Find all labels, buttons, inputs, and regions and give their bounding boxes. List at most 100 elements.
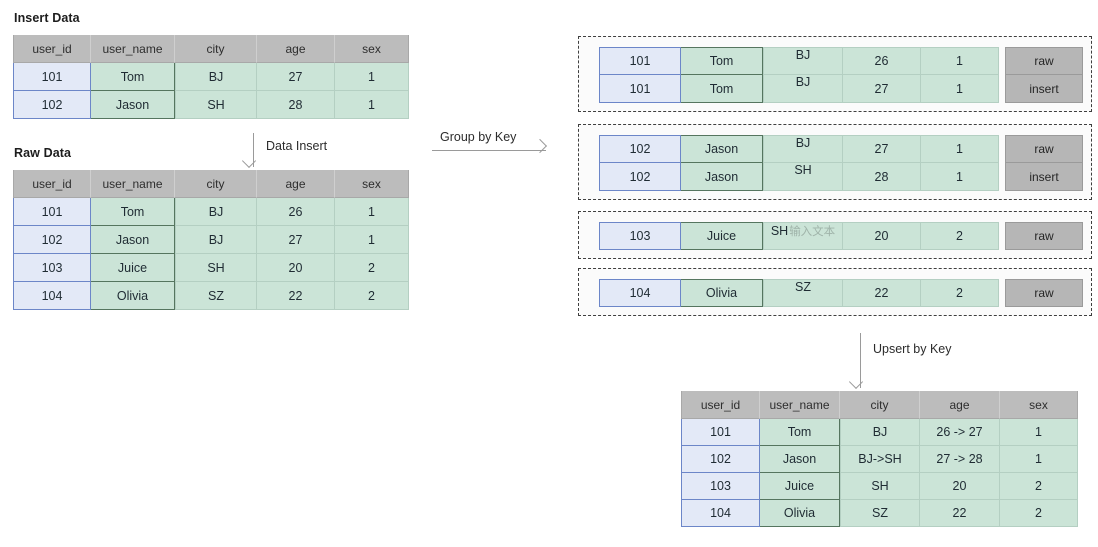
table-cell: 22	[920, 500, 1000, 527]
data-insert-label: Data Insert	[266, 139, 328, 153]
column-header-city: city	[840, 391, 920, 419]
table-cell: 101	[681, 419, 760, 446]
table-cell: 27	[257, 63, 335, 91]
table-cell: Olivia	[91, 282, 175, 310]
cell-city-value: BJ	[795, 75, 811, 89]
table-cell: 102	[13, 91, 91, 119]
cell-flag-insert: insert	[1005, 75, 1083, 103]
table-cell: BJ	[840, 419, 920, 446]
cell-city: SH	[763, 163, 843, 191]
table-cell: 104	[681, 500, 760, 527]
table-cell: Tom	[91, 63, 175, 91]
cell-flag-raw: raw	[1005, 47, 1083, 75]
column-header-user_name: user_name	[91, 35, 175, 63]
cell-age: 28	[843, 163, 921, 191]
table-cell: 26	[257, 198, 335, 226]
table-cell: 1	[335, 226, 409, 254]
group-by-key-label: Group by Key	[440, 130, 517, 144]
insert-data-title: Insert Data	[14, 11, 80, 25]
column-header-age: age	[257, 35, 335, 63]
table-cell: 20	[257, 254, 335, 282]
cell-city-value: BJ	[795, 136, 811, 150]
cell-city: BJ	[763, 75, 843, 103]
table-cell: 103	[681, 473, 760, 500]
cell-sex: 1	[921, 135, 999, 163]
cell-city-value: SH	[770, 224, 789, 238]
cell-user-id: 102	[599, 135, 681, 163]
column-header-age: age	[257, 170, 335, 198]
upsert-by-key-arrow	[860, 333, 861, 388]
table-cell: 2	[1000, 473, 1078, 500]
cell-sex: 2	[921, 279, 999, 307]
table-cell: BJ	[175, 198, 257, 226]
cell-age: 20	[843, 222, 921, 250]
table-cell: BJ	[175, 226, 257, 254]
table-cell: Tom	[91, 198, 175, 226]
column-header-user_id: user_id	[13, 35, 91, 63]
column-header-city: city	[175, 35, 257, 63]
table-cell: 1	[335, 198, 409, 226]
cell-user-name: Tom	[681, 75, 763, 103]
table-cell: SZ	[175, 282, 257, 310]
table-cell: 26 -> 27	[920, 419, 1000, 446]
column-header-age: age	[920, 391, 1000, 419]
cell-user-name: Juice	[681, 222, 763, 250]
cell-sex: 2	[921, 222, 999, 250]
raw-data-title: Raw Data	[14, 146, 72, 160]
table-cell: SZ	[840, 500, 920, 527]
column-header-user_id: user_id	[13, 170, 91, 198]
cell-city: BJ	[763, 135, 843, 163]
table-cell: SH	[840, 473, 920, 500]
cell-user-name: Olivia	[681, 279, 763, 307]
cell-flag-raw: raw	[1005, 222, 1083, 250]
table-cell: Jason	[91, 226, 175, 254]
table-cell: 2	[1000, 500, 1078, 527]
table-cell: 1	[1000, 446, 1078, 473]
column-header-user_id: user_id	[681, 391, 760, 419]
cell-sex: 1	[921, 47, 999, 75]
group-by-key-arrow	[432, 150, 546, 151]
cell-age: 27	[843, 75, 921, 103]
table-cell: 101	[13, 198, 91, 226]
data-insert-arrow	[253, 133, 254, 167]
cell-user-id: 101	[599, 47, 681, 75]
cell-user-name: Tom	[681, 47, 763, 75]
table-cell: 102	[681, 446, 760, 473]
cell-flag-raw: raw	[1005, 279, 1083, 307]
cell-age: 27	[843, 135, 921, 163]
table-cell: BJ->SH	[840, 446, 920, 473]
cell-city-value: SH	[794, 163, 812, 177]
cell-user-id: 104	[599, 279, 681, 307]
table-cell: 103	[13, 254, 91, 282]
table-cell: Jason	[91, 91, 175, 119]
table-cell: Olivia	[760, 500, 840, 527]
cell-city-value: BJ	[795, 48, 811, 62]
column-header-sex: sex	[1000, 391, 1078, 419]
cell-user-id: 101	[599, 75, 681, 103]
table-cell: 102	[13, 226, 91, 254]
column-header-city: city	[175, 170, 257, 198]
city-placeholder-text: 输入文本	[789, 226, 836, 238]
table-cell: 1	[335, 91, 409, 119]
table-cell: 20	[920, 473, 1000, 500]
table-cell: 22	[257, 282, 335, 310]
table-cell: 27	[257, 226, 335, 254]
table-cell: Jason	[760, 446, 840, 473]
table-cell: 27 -> 28	[920, 446, 1000, 473]
table-cell: 2	[335, 282, 409, 310]
cell-sex: 1	[921, 163, 999, 191]
table-cell: 1	[335, 63, 409, 91]
cell-flag-insert: insert	[1005, 163, 1083, 191]
table-cell: 1	[1000, 419, 1078, 446]
cell-age: 26	[843, 47, 921, 75]
table-cell: 101	[13, 63, 91, 91]
